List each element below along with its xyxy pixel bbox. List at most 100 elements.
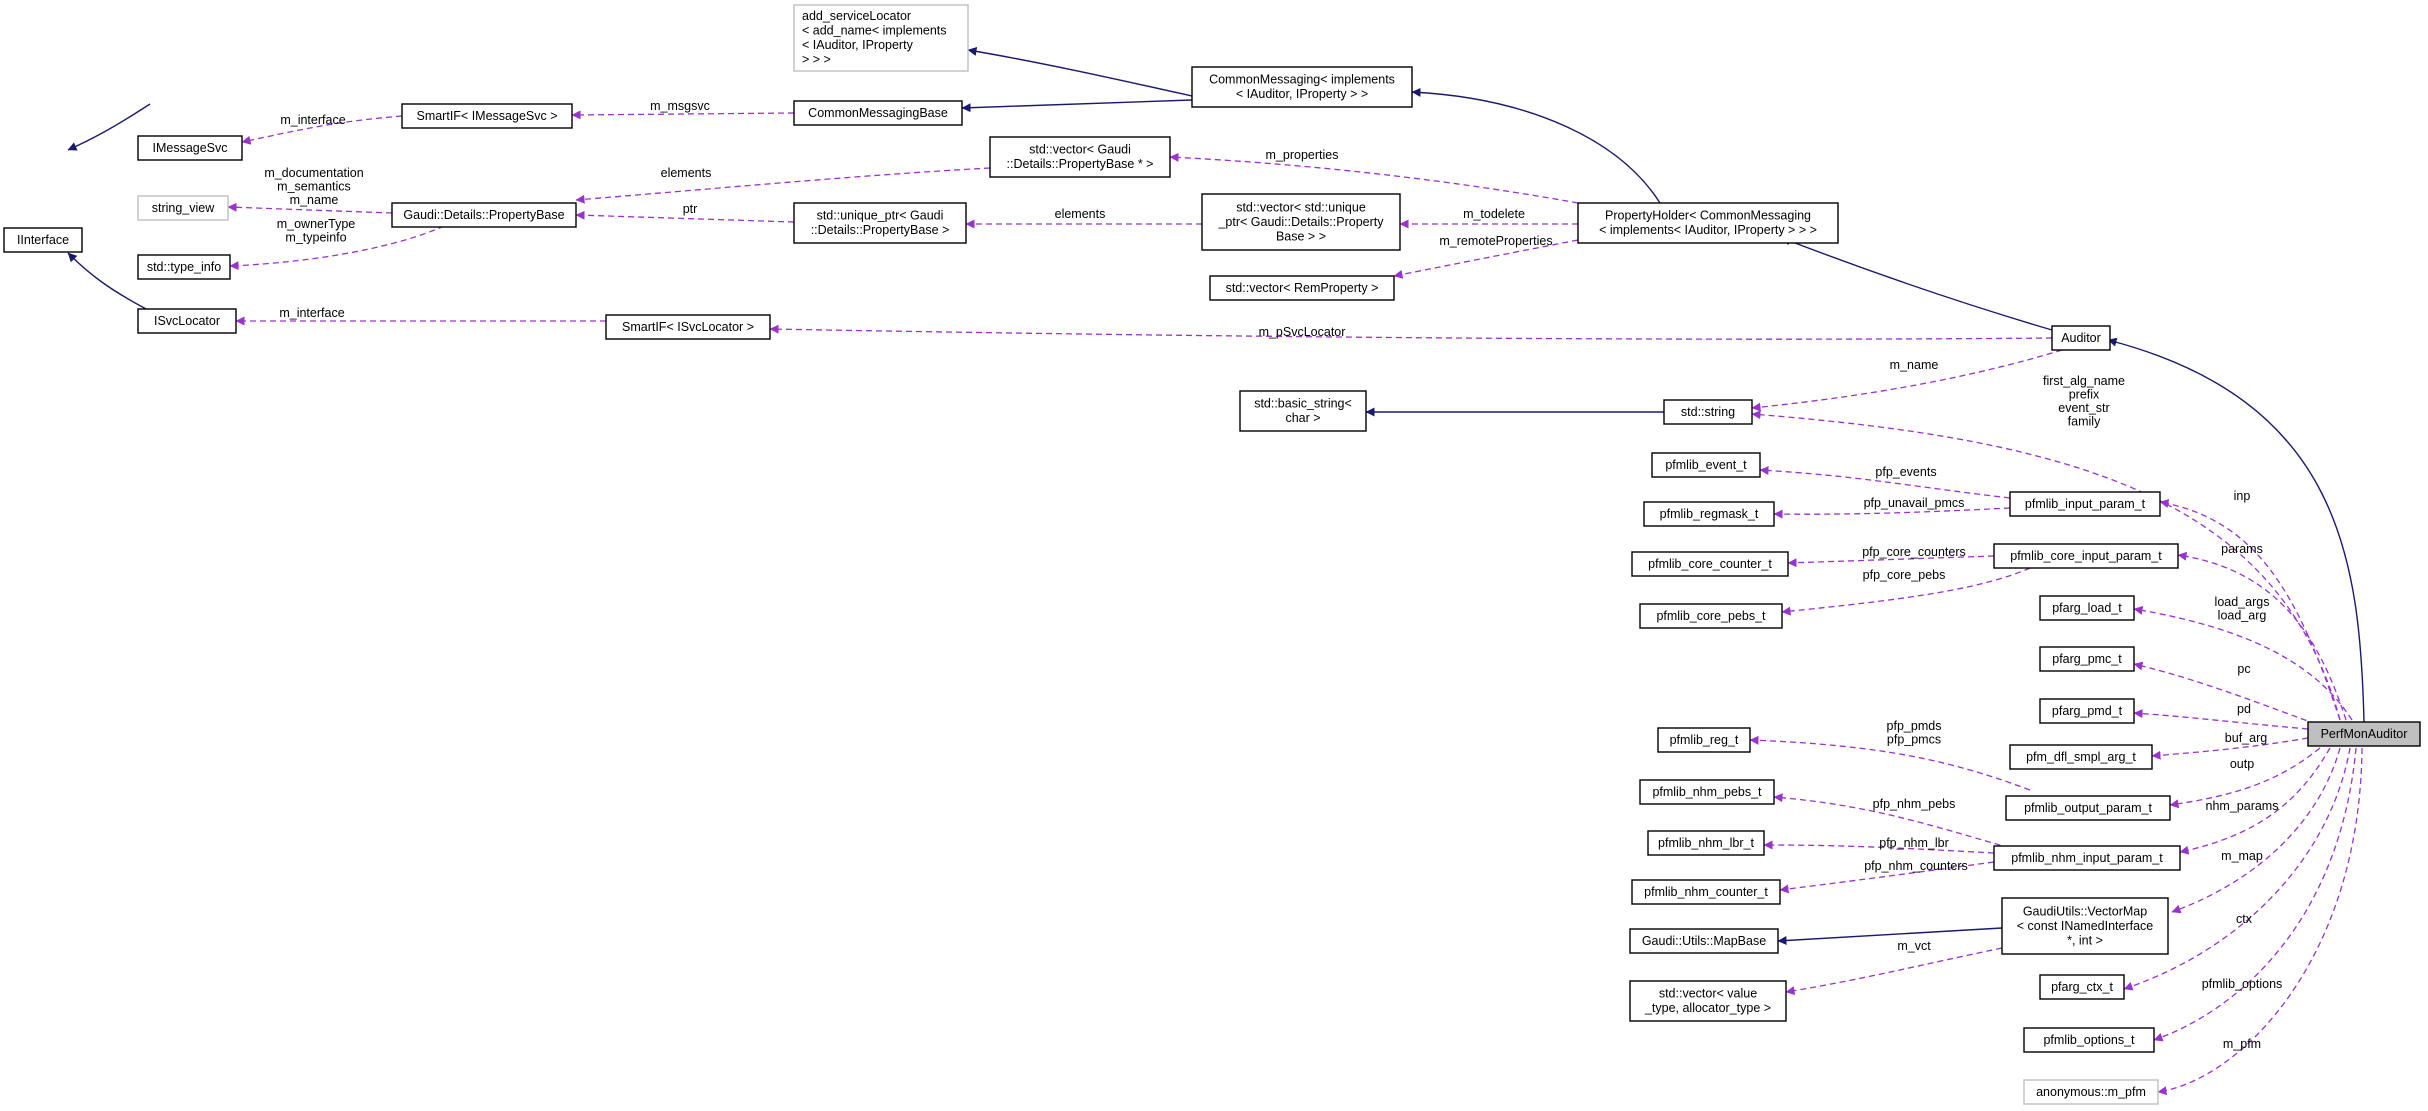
node-pfmlib-core-input-param-t[interactable]: pfmlib_core_input_param_t bbox=[1993, 543, 2179, 569]
edges-layer bbox=[67, 46, 2365, 1096]
node-iinterface[interactable]: IInterface bbox=[3, 227, 83, 253]
edge-uniqueptr-to-propertybase bbox=[575, 210, 795, 223]
node-isvclocator[interactable]: ISvcLocator bbox=[137, 308, 237, 334]
node-label: ISvcLocator bbox=[154, 314, 220, 328]
node-pfmlib-output-param-t[interactable]: pfmlib_output_param_t bbox=[2005, 795, 2171, 821]
edge-label-load-args: load_args bbox=[2215, 595, 2270, 609]
node-box bbox=[793, 100, 963, 126]
node-std-vector-value[interactable]: std::vector< value_type, allocator_type … bbox=[1629, 980, 1787, 1022]
node-label: _type, allocator_type > bbox=[1644, 1001, 1771, 1015]
node-box bbox=[1629, 980, 1787, 1022]
node-pfmlib-regmask-t[interactable]: pfmlib_regmask_t bbox=[1643, 501, 1775, 527]
node-pfmlib-nhm-pebs-t[interactable]: pfmlib_nhm_pebs_t bbox=[1639, 779, 1775, 805]
node-label: pfmlib_regmask_t bbox=[1660, 507, 1759, 521]
edge-perfmonauditor-to-anonymous-m-pfm bbox=[2157, 747, 2363, 1096]
node-basic-string[interactable]: std::basic_string<char > bbox=[1239, 390, 1367, 432]
node-add-servicelocator[interactable]: add_serviceLocator< add_name< implements… bbox=[793, 4, 969, 72]
node-type-info[interactable]: std::type_info bbox=[137, 254, 231, 280]
node-box bbox=[2039, 595, 2135, 621]
edge-label-buf-arg: buf_arg bbox=[2225, 731, 2267, 745]
node-label: Base > > bbox=[1276, 229, 1326, 243]
node-label: GaudiUtils::VectorMap bbox=[2023, 904, 2147, 918]
node-label: < implements< IAuditor, IProperty > > > bbox=[1599, 223, 1817, 237]
edge-nhm-input-to-nhm-counter bbox=[1779, 861, 1995, 894]
node-propertybase[interactable]: Gaudi::Details::PropertyBase bbox=[391, 202, 577, 228]
node-string-view[interactable]: string_view bbox=[137, 195, 229, 221]
node-pfmlib-reg-t[interactable]: pfmlib_reg_t bbox=[1657, 727, 1751, 753]
node-pfmlib-event-t[interactable]: pfmlib_event_t bbox=[1651, 452, 1761, 478]
node-perfmonauditor[interactable]: PerfMonAuditor bbox=[2307, 721, 2421, 747]
node-pfarg-ctx-t[interactable]: pfarg_ctx_t bbox=[2039, 974, 2125, 1000]
node-label: PropertyHolder< CommonMessaging bbox=[1605, 209, 1811, 223]
node-propertyholder[interactable]: PropertyHolder< CommonMessaging< impleme… bbox=[1577, 202, 1839, 244]
node-pfm-dfl-smpl-arg-t[interactable]: pfm_dfl_smpl_arg_t bbox=[2009, 744, 2153, 770]
node-pfarg-load-t[interactable]: pfarg_load_t bbox=[2039, 595, 2135, 621]
node-label: std::vector< value bbox=[1659, 987, 1757, 1001]
node-imessagesvc[interactable]: IMessageSvc bbox=[137, 135, 243, 161]
node-label: pfarg_pmc_t bbox=[2052, 652, 2122, 666]
edge-propertybase-to-string-view bbox=[227, 202, 393, 214]
node-uniqueptr[interactable]: std::unique_ptr< Gaudi::Details::Propert… bbox=[793, 202, 967, 244]
node-label: anonymous::m_pfm bbox=[2036, 1085, 2146, 1099]
node-vector-uniqueptr[interactable]: std::vector< std::unique_ptr< Gaudi::Det… bbox=[1201, 193, 1401, 251]
node-box bbox=[1639, 603, 1783, 629]
node-label: CommonMessaging< implements bbox=[1209, 73, 1395, 87]
node-box bbox=[2009, 744, 2153, 770]
edge-perfmonauditor-to-pfmlib-options bbox=[2153, 747, 2357, 1042]
node-label: > > > bbox=[802, 53, 831, 67]
node-vectormap[interactable]: GaudiUtils::VectorMap< const INamedInter… bbox=[2001, 897, 2169, 955]
edge-label-propertybase-members: m_documentation bbox=[264, 166, 363, 180]
node-std-string[interactable]: std::string bbox=[1663, 399, 1753, 425]
node-box bbox=[1663, 399, 1753, 425]
edge-label-pfp-pmds: pfp_pmds bbox=[1887, 719, 1942, 733]
edge-perfmonauditor-to-std-string bbox=[1751, 410, 2341, 721]
node-pfmlib-options-t[interactable]: pfmlib_options_t bbox=[2023, 1027, 2155, 1053]
node-box bbox=[793, 202, 967, 244]
edge-imessagesvc-to-iinterface bbox=[67, 103, 151, 151]
node-auditor[interactable]: Auditor bbox=[2051, 325, 2111, 351]
edge-label-pd: pd bbox=[2237, 702, 2251, 716]
edge-commonmessaging-to-commonmessagingbase bbox=[961, 99, 1193, 113]
node-pfmlib-input-param-t[interactable]: pfmlib_input_param_t bbox=[2009, 491, 2161, 517]
node-box bbox=[1577, 202, 1839, 244]
edge-label-m-vct: m_vct bbox=[1897, 939, 1931, 953]
edge-label-m-todelete: m_todelete bbox=[1463, 207, 1525, 221]
node-label: pfmlib_output_param_t bbox=[2024, 801, 2152, 815]
node-commonmessagingbase[interactable]: CommonMessagingBase bbox=[793, 100, 963, 126]
node-pfmlib-core-counter-t[interactable]: pfmlib_core_counter_t bbox=[1631, 551, 1789, 577]
edge-label-pfp-core-pebs: pfp_core_pebs bbox=[1863, 568, 1946, 582]
edge-output-param-to-reg-t bbox=[1749, 735, 2031, 791]
node-box bbox=[2051, 325, 2111, 351]
node-anonymous-m-pfm[interactable]: anonymous::m_pfm bbox=[2023, 1079, 2159, 1105]
edge-perfmonauditor-to-auditor bbox=[2107, 337, 2365, 723]
node-pfarg-pmd-t[interactable]: pfarg_pmd_t bbox=[2039, 698, 2135, 724]
edge-label-pfp-events: pfp_events bbox=[1875, 465, 1936, 479]
edge-perfmonauditor-to-pfarg-ctx bbox=[2123, 747, 2351, 991]
node-commonmessaging[interactable]: CommonMessaging< implements< IAuditor, I… bbox=[1191, 66, 1413, 108]
node-label: char > bbox=[1285, 411, 1320, 425]
node-label: std::vector< Gaudi bbox=[1029, 143, 1131, 157]
node-box bbox=[1201, 193, 1401, 251]
edge-label-m-interface-svc: m_interface bbox=[279, 306, 344, 320]
node-pfarg-pmc-t[interactable]: pfarg_pmc_t bbox=[2039, 646, 2135, 672]
node-label: Gaudi::Utils::MapBase bbox=[1642, 934, 1766, 948]
edge-vector-pb-to-propertybase bbox=[575, 167, 991, 204]
node-label: SmartIF< IMessageSvc > bbox=[416, 109, 557, 123]
node-pfmlib-nhm-counter-t[interactable]: pfmlib_nhm_counter_t bbox=[1631, 879, 1781, 905]
node-label: pfmlib_reg_t bbox=[1670, 733, 1739, 747]
node-label: std::unique_ptr< Gaudi bbox=[817, 209, 944, 223]
node-pfmlib-core-pebs-t[interactable]: pfmlib_core_pebs_t bbox=[1639, 603, 1783, 629]
node-vector-pb[interactable]: std::vector< Gaudi::Details::PropertyBas… bbox=[989, 136, 1171, 178]
node-box bbox=[605, 314, 771, 340]
edge-propertyholder-to-commonmessaging bbox=[1411, 87, 1661, 204]
node-pfmlib-nhm-input-param-t[interactable]: pfmlib_nhm_input_param_t bbox=[1993, 845, 2181, 871]
node-label: pfmlib_nhm_lbr_t bbox=[1658, 836, 1754, 850]
node-smartif-svc[interactable]: SmartIF< ISvcLocator > bbox=[605, 314, 771, 340]
edge-label-elements-vec: elements bbox=[661, 166, 712, 180]
node-pfmlib-nhm-lbr-t[interactable]: pfmlib_nhm_lbr_t bbox=[1647, 830, 1765, 856]
node-box bbox=[137, 254, 231, 280]
node-mapbase[interactable]: Gaudi::Utils::MapBase bbox=[1629, 928, 1779, 954]
edge-nhm-input-to-nhm-lbr bbox=[1763, 840, 1995, 854]
node-smartif-msg[interactable]: SmartIF< IMessageSvc > bbox=[401, 103, 573, 129]
node-vector-remprop[interactable]: std::vector< RemProperty > bbox=[1209, 275, 1395, 301]
